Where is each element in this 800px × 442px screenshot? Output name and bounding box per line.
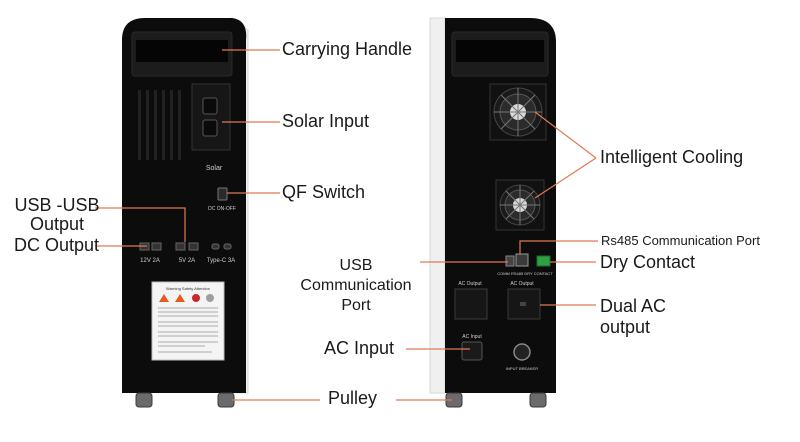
port-typec-text: Type-C 3A xyxy=(207,258,235,264)
label-dual-ac-output: Dual AC output xyxy=(600,296,667,337)
solar-connector-top xyxy=(202,97,218,115)
solar-text: Solar xyxy=(206,165,223,172)
ac-output-text-1: AC Output xyxy=(458,281,482,287)
port-5v-text: 5V 2A xyxy=(179,258,195,264)
front-wheel-left xyxy=(135,392,153,408)
label-intelligent-cooling: Intelligent Cooling xyxy=(600,147,744,167)
comm-text: COMM RS485 DRY CONTACT xyxy=(497,271,553,276)
ac-input-socket xyxy=(461,341,483,361)
dry-contact-connector xyxy=(536,255,551,267)
svg-text:Warning Safety Attention: Warning Safety Attention xyxy=(166,286,210,291)
leader-rs485 xyxy=(519,240,598,254)
leader-cooling-top xyxy=(534,111,597,159)
ac-output-text-2: AC Output xyxy=(510,281,534,287)
label-qf-switch: QF Switch xyxy=(282,182,366,202)
ac-outlet-1 xyxy=(454,288,488,320)
warning-label: Warning Safety Attention xyxy=(151,281,225,361)
label-ac-input: AC Input xyxy=(324,338,395,358)
label-solar-input: Solar Input xyxy=(282,111,370,131)
cooling-fan-top xyxy=(489,83,547,141)
label-carrying-handle: Carrying Handle xyxy=(282,39,413,59)
port-12v-text: 12V 2A xyxy=(140,258,160,264)
leader-lines xyxy=(95,49,598,401)
front-vent xyxy=(138,90,181,160)
label-dry-contact: Dry Contact xyxy=(600,252,696,272)
ac-input-text: AC Input xyxy=(462,334,482,340)
label-rs485-port: Rs485 Communication Port xyxy=(601,233,760,248)
front-unit: Solar DC ON-OFF 12V 2A 5V 2A Type-C 3A W… xyxy=(122,17,249,408)
usb-comm-port xyxy=(505,255,515,267)
label-usb-comm-port: USB Communication Port xyxy=(300,257,412,314)
cooling-fan-bottom xyxy=(495,179,545,231)
qf-switch-knob xyxy=(217,187,228,201)
dc-switch-text: DC ON-OFF xyxy=(208,206,236,212)
breaker-text: INPUT BREAKER xyxy=(506,366,538,371)
solar-connector-bottom xyxy=(202,119,218,137)
back-wheel-right xyxy=(529,392,547,408)
label-pulley: Pulley xyxy=(328,388,378,408)
leader-usb-output xyxy=(95,207,186,242)
rs485-port xyxy=(515,253,529,267)
front-wheel-right xyxy=(217,392,235,408)
label-usb-usb-output: USB -USB Output xyxy=(14,195,100,234)
back-unit: COMM RS485 DRY CONTACT AC Output AC Outp… xyxy=(429,17,556,408)
solar-input-panel xyxy=(191,83,231,151)
leader-cooling-bottom xyxy=(534,157,597,199)
front-port-row xyxy=(139,242,232,251)
label-dc-output: DC Output xyxy=(14,235,100,255)
input-breaker xyxy=(513,343,531,361)
